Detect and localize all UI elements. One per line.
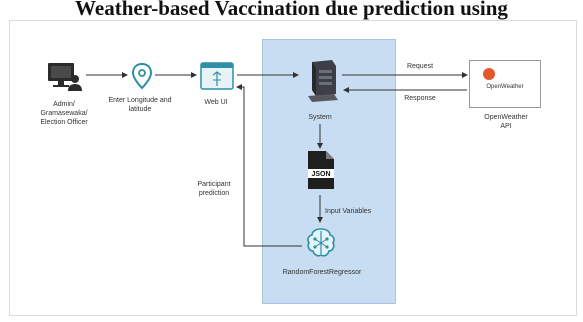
openweather-box: OpenWeather xyxy=(469,60,541,108)
participant-prediction-label: Participant prediction xyxy=(197,181,231,197)
webui-label: Web UI xyxy=(204,99,228,106)
openweather-logo-text: OpenWeather xyxy=(486,84,524,90)
page-title: Weather-based Vaccination due prediction… xyxy=(75,0,508,20)
request-label: Request xyxy=(406,63,434,70)
brain-icon xyxy=(307,228,335,257)
openweather-api-label: OpenWeather API xyxy=(484,114,528,130)
location-pin-icon xyxy=(131,62,153,90)
json-file-icon xyxy=(308,151,334,189)
location-label: Enter Longitude and latitude xyxy=(108,97,172,113)
web-ui-icon xyxy=(200,62,234,90)
system-label: System xyxy=(308,114,332,121)
server-icon xyxy=(308,60,338,102)
response-label: Response xyxy=(404,95,436,102)
json-label: JSON xyxy=(311,171,331,178)
openweather-logo-icon xyxy=(483,68,495,80)
input-variables-label: Input Variables xyxy=(325,208,372,215)
computer-user-icon xyxy=(48,63,82,91)
model-label: RandomForestRegressor xyxy=(282,269,362,276)
admin-label: Admin/ Gramasewaka/ Election Officer xyxy=(40,101,88,126)
edge-model-webui xyxy=(236,84,302,247)
